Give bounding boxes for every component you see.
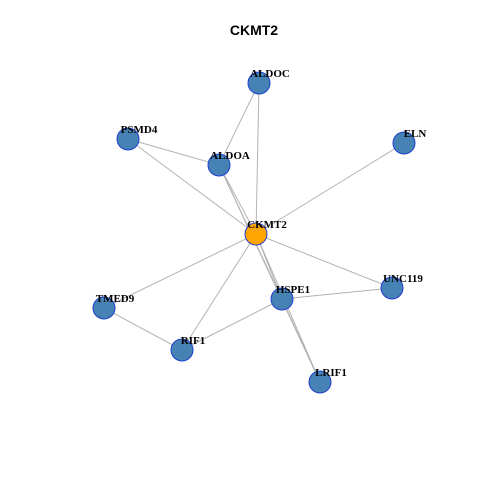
node-label-rif1: RIF1 [181,335,205,347]
edge-ckmt2-tmed9 [103,233,257,309]
node-label-eln: ELN [404,128,427,140]
node-label-unc119: UNC119 [383,273,423,285]
node-hspe1 [270,287,294,311]
node-aldoc [247,71,271,95]
edge-hspe1-rif1 [181,298,283,351]
node-ckmt2 [244,222,268,246]
edge-ckmt2-eln [255,142,405,235]
edge-ckmt2-rif1 [181,233,257,351]
node-eln [392,131,416,155]
node-label-psmd4: PSMD4 [121,124,158,136]
node-label-ckmt2: CKMT2 [247,219,287,231]
node-tmed9 [92,296,116,320]
edge-ckmt2-aldoc [255,82,260,235]
node-psmd4 [116,127,140,151]
edge-hspe1-lrif1 [281,298,321,383]
edge-layer [103,82,405,383]
node-aldoa [207,153,231,177]
node-label-aldoc: ALDOC [250,68,290,80]
edge-aldoc-aldoa [218,82,260,166]
diagram-title: CKMT2 [230,22,278,38]
edge-ckmt2-psmd4 [127,138,257,235]
node-label-hspe1: HSPE1 [276,284,310,296]
edge-ckmt2-unc119 [255,233,393,289]
edge-hspe1-unc119 [281,287,393,300]
node-label-tmed9: TMED9 [96,293,135,305]
node-layer [92,71,416,394]
edge-tmed9-rif1 [103,307,183,351]
node-lrif1 [308,370,332,394]
node-rif1 [170,338,194,362]
node-unc119 [380,276,404,300]
node-label-aldoa: ALDOA [210,150,250,162]
edge-psmd4-aldoa [127,138,220,166]
edge-ckmt2-aldoa [218,164,257,235]
node-label-lrif1: LRIF1 [315,367,347,379]
